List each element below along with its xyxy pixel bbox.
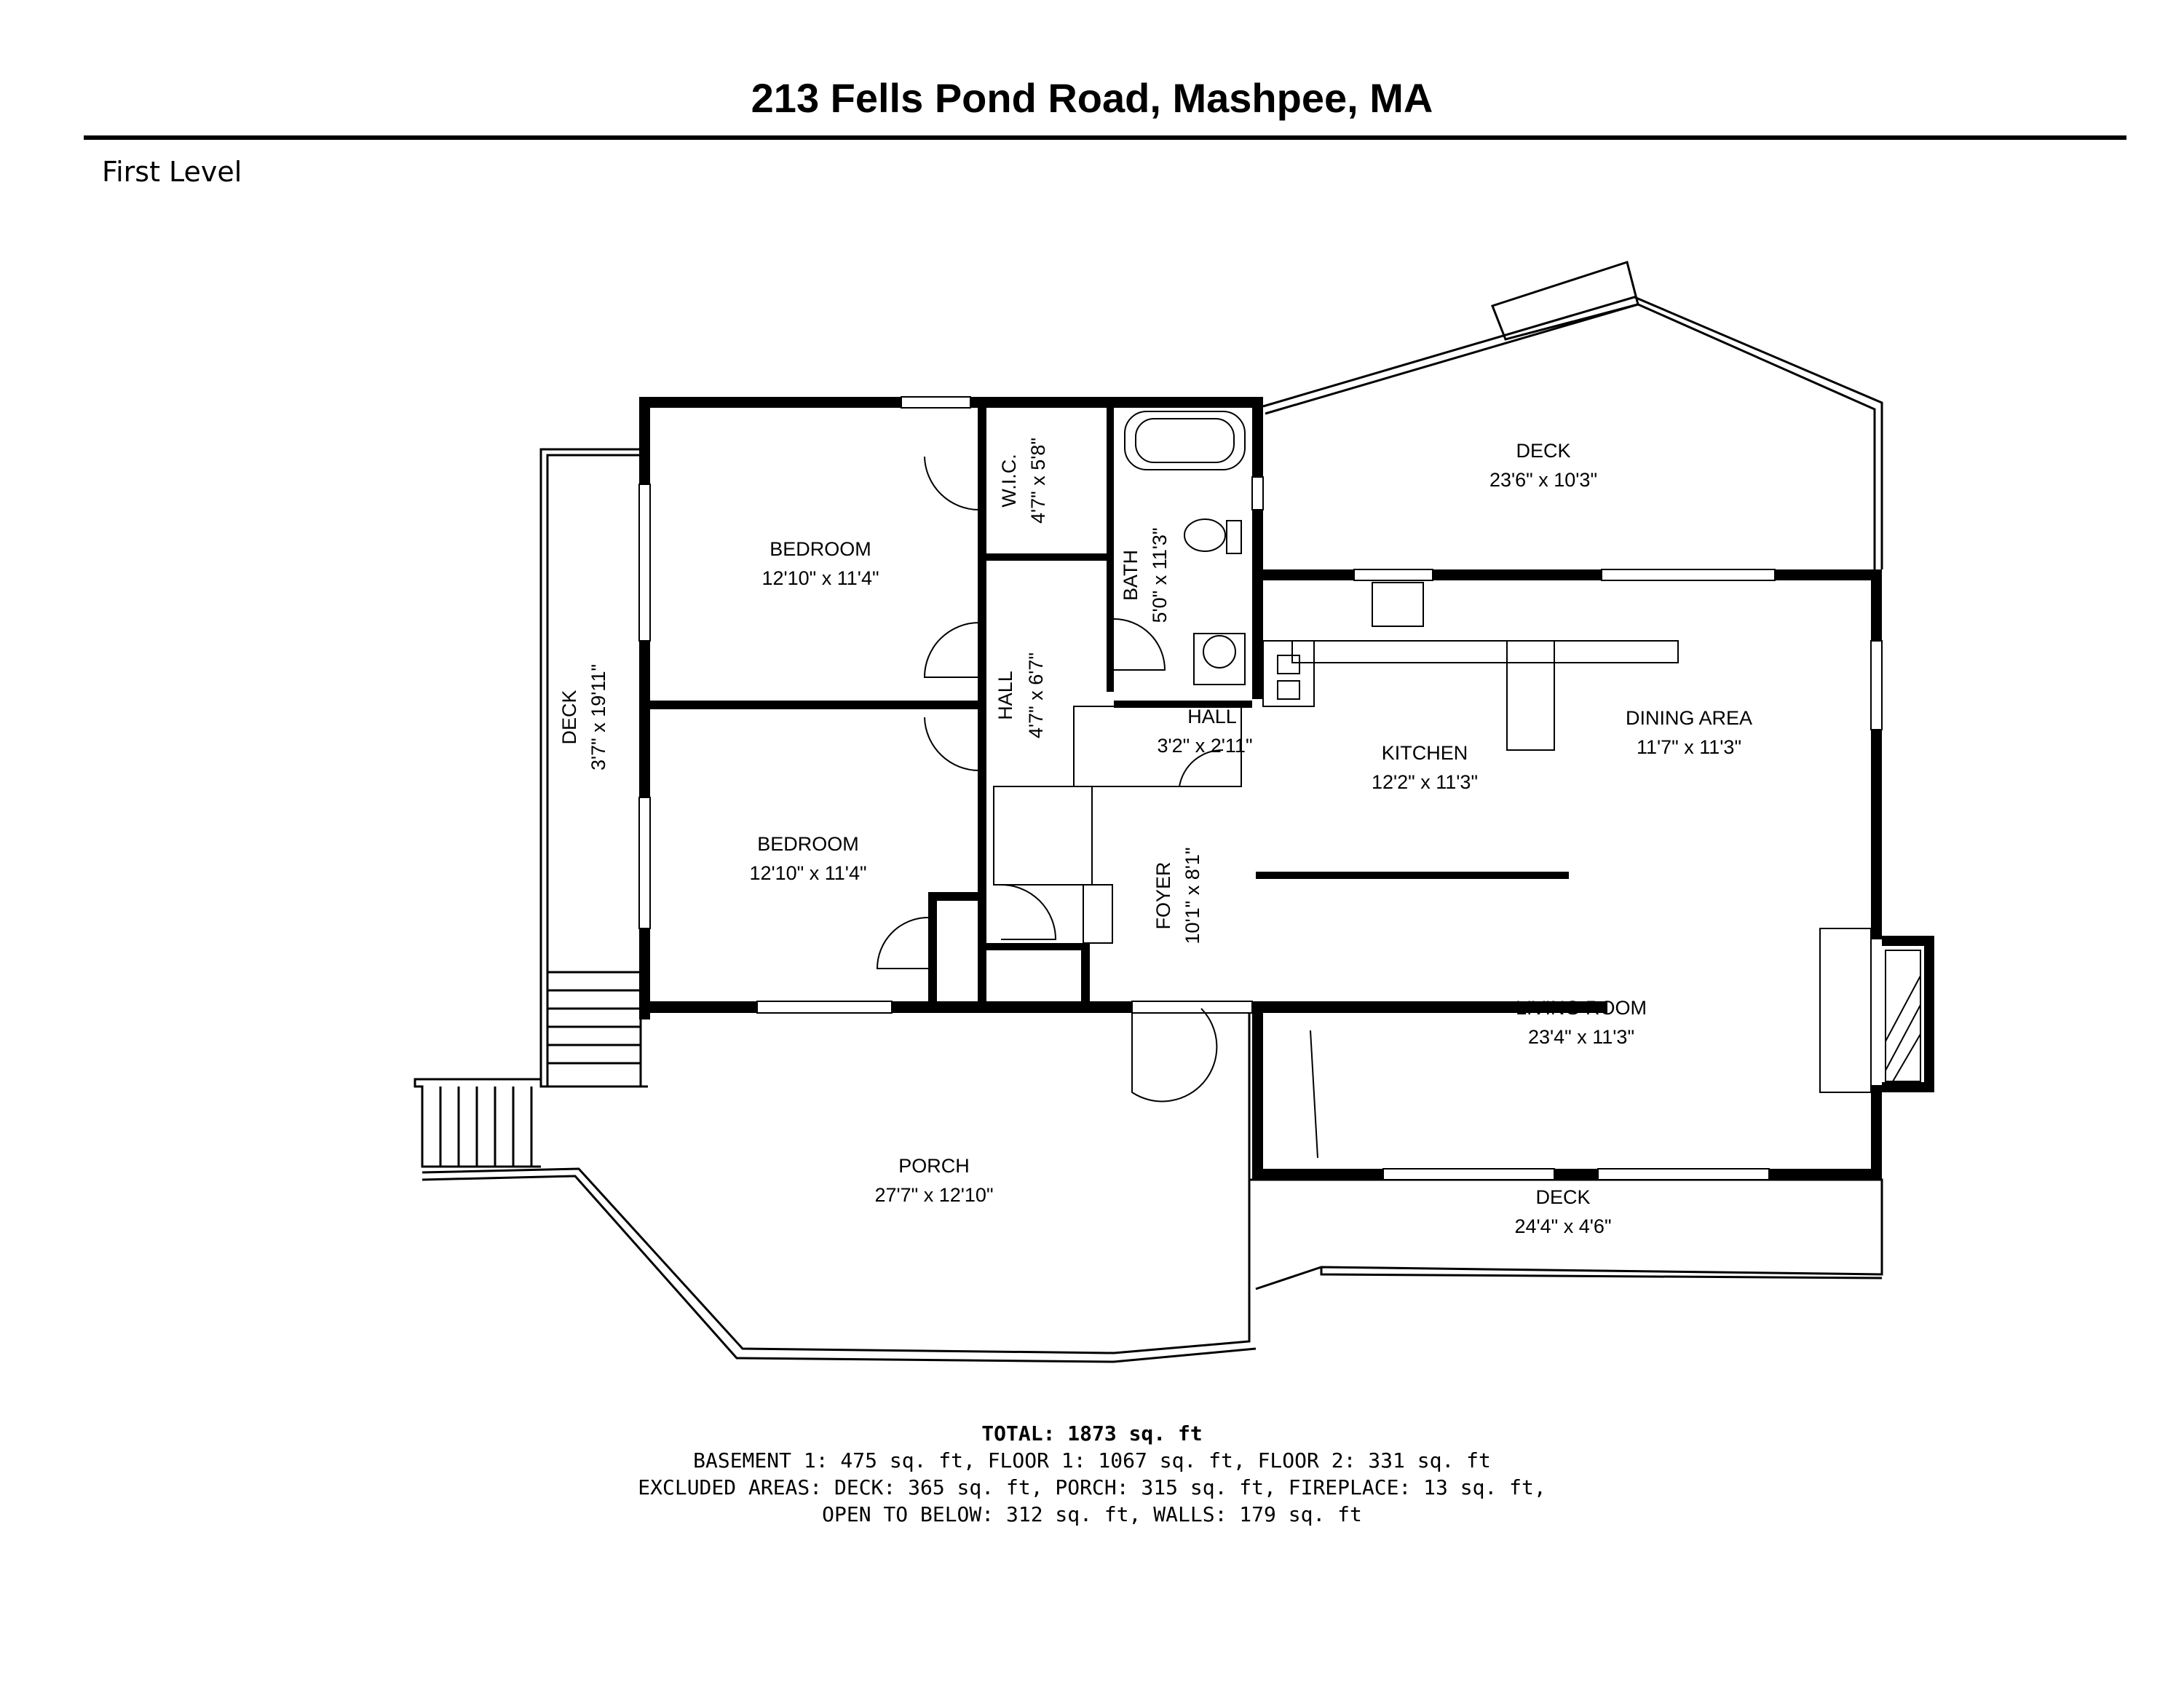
totals-line-3: OPEN TO BELOW: 312 sq. ft, WALLS: 179 sq… <box>822 1502 1362 1526</box>
bedroom2-name: BEDROOM <box>757 833 859 855</box>
foyer-dims: 10'1" x 8'1" <box>1182 847 1203 944</box>
totals-line-1: BASEMENT 1: 475 sq. ft, FLOOR 1: 1067 sq… <box>693 1448 1491 1472</box>
area-totals: TOTAL: 1873 sq. ft BASEMENT 1: 475 sq. f… <box>0 1420 2184 1528</box>
totals-line-2: EXCLUDED AREAS: DECK: 365 sq. ft, PORCH:… <box>638 1475 1546 1499</box>
level-label: First Level <box>102 156 242 188</box>
total-area: TOTAL: 1873 sq. ft <box>981 1421 1203 1446</box>
bath-name: BATH <box>1120 550 1142 601</box>
porch-name: PORCH <box>898 1155 970 1177</box>
deck-bottom-dims: 24'4" x 4'6" <box>1514 1215 1611 1237</box>
bedroom2-dims: 12'10" x 11'4" <box>749 862 866 884</box>
bath-dims: 5'0" x 11'3" <box>1149 527 1171 623</box>
deck-top-dims: 23'6" x 10'3" <box>1489 469 1597 491</box>
plan-title: 213 Fells Pond Road, Mashpee, MA <box>751 75 1433 121</box>
wic-dims: 4'7" x 5'8" <box>1027 438 1049 524</box>
dining-name: DINING AREA <box>1626 707 1752 729</box>
hall2-dims: 3'2" x 2'11" <box>1157 735 1252 757</box>
fixtures <box>638 396 1921 1180</box>
deck-left-name: DECK <box>558 690 580 744</box>
deck-top-name: DECK <box>1516 440 1570 462</box>
hall2-name: HALL <box>1187 706 1237 727</box>
porch-outline <box>422 1012 1257 1363</box>
deck-bottom-name: DECK <box>1535 1186 1590 1208</box>
room-labels: BEDROOM 12'10" x 11'4" BEDROOM 12'10" x … <box>558 438 1752 1237</box>
deck-left-dims: 3'7" x 19'11" <box>587 664 609 770</box>
porch-dims: 27'7" x 12'10" <box>874 1184 993 1206</box>
bedroom1-dims: 12'10" x 11'4" <box>761 567 879 589</box>
walls <box>639 397 1934 1180</box>
title-rule <box>84 135 2126 140</box>
hall1-dims: 4'7" x 6'7" <box>1025 652 1047 738</box>
living-dims: 23'4" x 11'3" <box>1528 1026 1634 1048</box>
foyer-name: FOYER <box>1152 861 1174 929</box>
kitchen-name: KITCHEN <box>1382 742 1468 764</box>
deck-left-outline <box>414 448 648 1168</box>
living-name: LIVING ROOM <box>1516 997 1647 1019</box>
hall1-name: HALL <box>994 671 1016 720</box>
kitchen-dims: 12'2" x 11'3" <box>1372 771 1478 793</box>
dining-dims: 11'7" x 11'3" <box>1637 736 1741 758</box>
bedroom1-name: BEDROOM <box>769 538 871 560</box>
deck-top-outline <box>1262 261 1883 569</box>
wic-name: W.I.C. <box>998 454 1020 508</box>
